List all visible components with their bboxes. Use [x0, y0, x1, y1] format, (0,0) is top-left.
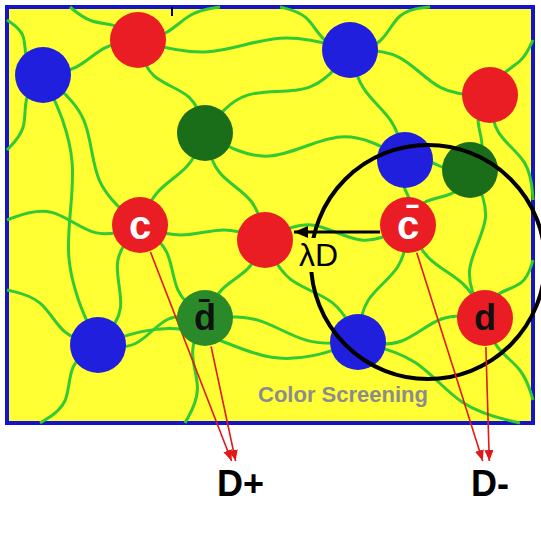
meson-name: D-	[468, 464, 512, 504]
decay-arrow	[150, 252, 231, 461]
debye-length: λD	[297, 238, 340, 272]
blue-quark	[322, 22, 378, 78]
quark-symbol: d̄	[194, 300, 216, 336]
quark-symbol: c	[129, 205, 151, 245]
anticharm-quark: c̄	[380, 197, 436, 253]
blue-quark	[377, 132, 433, 188]
quark-disc	[380, 197, 436, 253]
red-quark	[110, 12, 166, 68]
decay-arrow	[211, 346, 236, 461]
quark-symbol: d	[474, 300, 496, 336]
gluon-strings	[7, 7, 533, 423]
quark-symbol: c̄	[397, 205, 419, 245]
red-quark	[462, 67, 518, 123]
quark-disc	[457, 290, 513, 346]
blue-quark	[15, 47, 71, 103]
red-quark	[237, 212, 293, 268]
charm-quark: c	[112, 197, 168, 253]
meson-label: D+	[214, 464, 267, 504]
down-quark: d	[457, 290, 513, 346]
screening-circle	[311, 145, 541, 379]
gluon-string	[43, 75, 98, 345]
blue-quark	[330, 314, 386, 370]
meson-label: D-	[468, 464, 512, 504]
text-holder: Color Screening	[255, 383, 431, 407]
gluon-string	[138, 38, 350, 52]
green-quark	[442, 142, 498, 198]
meson-name: D+	[214, 464, 267, 504]
antidown-quark: d̄	[177, 290, 233, 346]
debye-arrow	[294, 231, 380, 234]
blue-quark	[70, 317, 126, 373]
plasma-ground	[7, 7, 533, 423]
region-caption: Color Screening	[255, 383, 431, 407]
green-quark	[177, 105, 233, 161]
label-holder: λD	[297, 238, 340, 272]
plasma-region: Color Screening c c̄ d̄ d	[5, 5, 535, 425]
tick-mark	[171, 7, 173, 16]
quark-disc	[112, 197, 168, 253]
quark-disc	[177, 290, 233, 346]
decay-arrow	[486, 347, 489, 461]
decay-arrow	[417, 253, 483, 461]
